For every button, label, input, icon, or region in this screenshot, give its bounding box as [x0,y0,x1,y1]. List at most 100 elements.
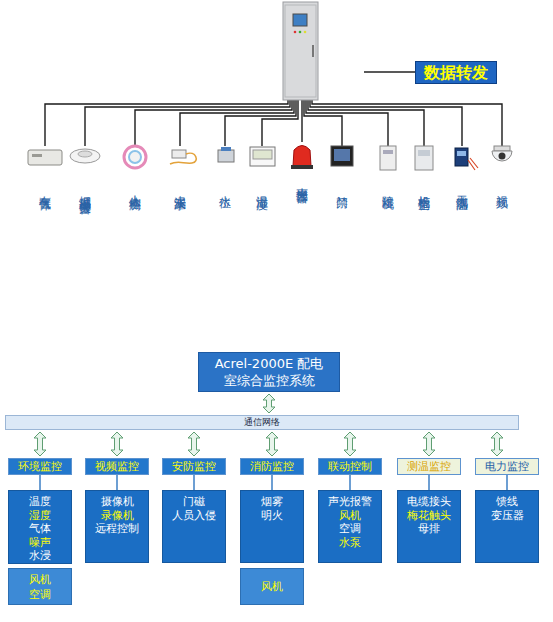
camera-icon [494,146,510,151]
wireless-temp-icon [457,151,466,156]
leader-line [364,71,415,73]
node-text: 风机 [261,579,283,594]
smoke-detector-icon [70,149,100,163]
content-box: 摄像机录像机远程控制 [85,490,149,563]
node-text: 录像机 [101,509,134,523]
node-text: 人员入侵 [172,509,216,523]
device-wire [262,100,298,146]
content-box: 馈线变压器 [475,490,539,563]
cabinet-handle [312,45,314,57]
category-header: 环境监控 [8,458,72,475]
node-text: 电力监控 [485,459,529,474]
node-text: 馈线 [496,495,518,509]
gas-detector-icon [28,150,62,165]
content-box: 温度湿度气体噪声水浸 [8,490,72,564]
node-text: 测温监控 [407,459,451,474]
device-label: 烟感温感火灾报警 [78,186,92,194]
double-arrow [263,394,275,413]
callout-box: 数据转发 [415,61,497,84]
category-header: 视频监控 [85,458,149,475]
double-arrow [111,432,123,456]
node-text: 远程控制 [95,522,139,536]
thermo-hygrometer-icon [253,150,272,159]
node-text: 空调 [339,522,361,536]
device-wire [85,100,290,146]
double-arrow [188,432,200,456]
wireless-temp-icon [468,158,478,170]
node-text: 风机 [339,509,361,523]
alarm-icon [291,165,313,169]
node-text: 消防监控 [250,459,294,474]
node-text: 安防监控 [172,459,216,474]
cabinet-ac-icon [418,150,430,156]
node-text: 梅花触头 [407,509,451,523]
wireless-temp-icon [455,148,468,166]
water-leak-icon [170,153,196,164]
node-text: 空调 [29,587,51,602]
double-arrow [34,432,46,456]
cabinet-screen [293,14,307,26]
node-text: 温度 [29,495,51,509]
cabinet-ac-icon [415,146,433,170]
access-control-icon [331,146,353,166]
device-label: 门禁 [335,186,349,188]
smoke-detector-icon [78,151,92,157]
connector-line [271,475,273,490]
device-label: 除湿机 [381,186,395,189]
water-level-icon [221,147,231,151]
node-text: 环境监控 [18,459,62,474]
device-wire [225,100,296,146]
camera-icon [499,153,506,160]
cabinet-light [304,31,307,34]
content-box: 声光报警风机空调水泵 [318,490,382,563]
motion-sensor-icon [129,151,141,163]
node-text: 联动控制 [328,459,372,474]
device-wire [180,100,294,146]
connector-line [349,475,351,490]
node-text: 气体 [29,522,51,536]
cabinet-light [299,31,302,34]
dehumidifier-icon [383,150,393,154]
device-wire [310,100,462,146]
node-text: 摄像机 [101,495,134,509]
device-label: 有害气体 [38,186,52,190]
node-text: 湿度 [29,509,51,523]
double-arrow [266,432,278,456]
motion-sensor-icon [124,146,146,168]
content-box: 风机空调 [8,568,72,605]
dehumidifier-icon [380,146,396,170]
content-box: 风机 [240,568,304,605]
device-wire [301,100,302,142]
category-header: 电力监控 [475,458,539,475]
double-arrow [491,432,503,456]
connector-line [428,475,430,490]
content-box: 电缆接头梅花触头母排 [397,490,461,563]
node-text: 水泵 [339,536,361,550]
cabinet-light [294,31,297,34]
connector-line [506,475,508,490]
connector-line [116,475,118,490]
cabinet-door [285,5,316,97]
alarm-icon [293,146,311,167]
system-box: Acrel-2000E 配电室综合监控系统 [198,352,340,392]
double-arrow [344,432,356,456]
access-control-icon [334,149,350,161]
node-text: 声光报警 [328,495,372,509]
double-arrow [423,432,435,456]
node-text: 电缆接头 [407,495,451,509]
node-text: 噪声 [29,536,51,550]
gas-detector-icon [32,154,42,157]
node-text: 通信网络 [244,416,280,429]
device-label: 无线测温 [455,186,469,190]
category-header: 消防监控 [240,458,304,475]
device-label: 水浸漏水 [173,186,187,190]
connector-line [39,475,41,490]
category-header: 联动控制 [318,458,382,475]
device-label: 人体检测 [128,186,142,190]
node-text: 门磁 [183,495,205,509]
water-leak-icon [172,150,186,158]
device-label: 水位 [218,186,232,188]
device-wire [312,100,502,146]
node-text: 变压器 [491,509,524,523]
